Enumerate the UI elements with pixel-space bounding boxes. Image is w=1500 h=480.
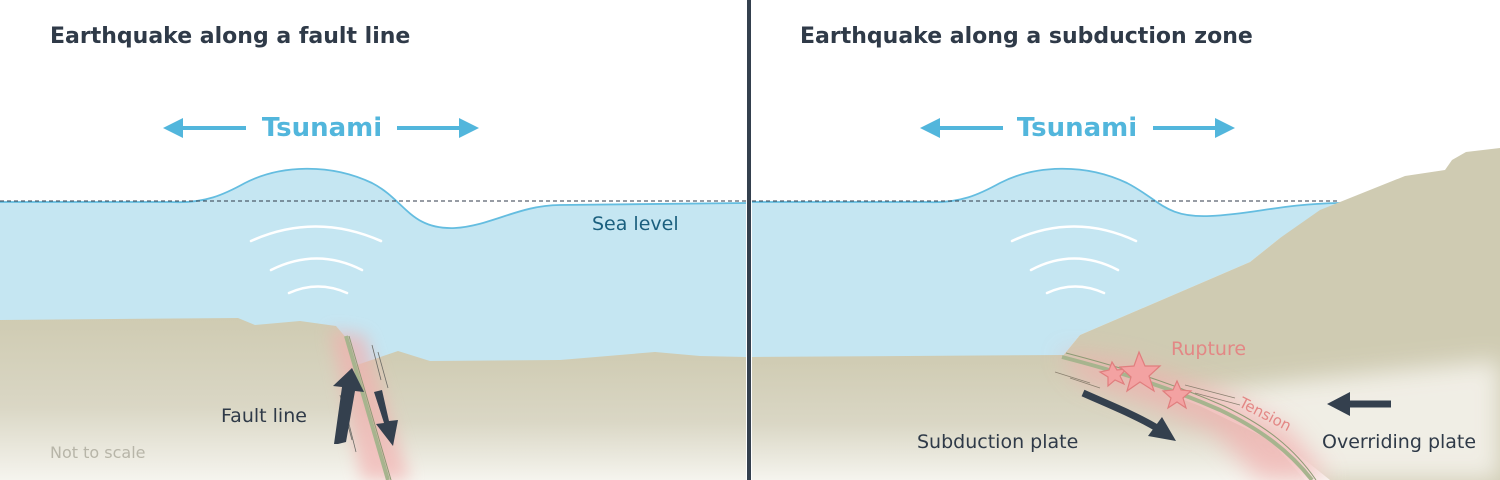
sea-level-label: Sea level <box>592 213 679 235</box>
fault-line-label: Fault line <box>221 405 307 427</box>
quake-ripples-right <box>1010 225 1138 295</box>
subduction-arrow <box>1081 389 1159 432</box>
right-tsunami-arrow-left <box>920 118 1003 138</box>
right-panel: Earthquake along a subduction zone Tsuna… <box>752 24 1500 480</box>
scale-note: Not to scale <box>50 443 146 462</box>
fault-arrow-up <box>333 368 364 444</box>
rupture-star <box>1161 379 1193 410</box>
right-wave-outline <box>752 167 1341 217</box>
rupture-star <box>1118 350 1162 393</box>
overriding-plate-label: Overriding plate <box>1322 431 1476 453</box>
left-panel: Earthquake along a fault line Tsunami Se… <box>0 24 746 480</box>
fault-line <box>344 335 390 480</box>
left-tsunami-arrow-left <box>163 118 246 138</box>
fault-arrow-down <box>374 390 398 446</box>
quake-ripples-left <box>249 225 383 295</box>
right-ground-block <box>348 351 746 480</box>
interface-stress-glow <box>1060 352 1330 480</box>
left-title: Earthquake along a fault line <box>50 24 410 49</box>
subduction-plate-body <box>752 355 1305 480</box>
right-title: Earthquake along a subduction zone <box>800 24 1253 49</box>
overriding-plate-fade <box>1130 360 1500 480</box>
subduction-arrow-head <box>1148 417 1176 441</box>
fault-line-edge <box>348 335 392 480</box>
right-tsunami-label: Tsunami <box>1017 113 1137 143</box>
left-tsunami-arrow-right <box>397 118 479 138</box>
tension-marks <box>1054 371 1241 406</box>
left-ground-block <box>0 318 390 480</box>
right-tsunami-arrow-right <box>1153 118 1235 138</box>
overriding-arrow <box>1327 392 1391 416</box>
fault-stress-glow <box>330 330 410 480</box>
left-wave-outline <box>0 167 746 229</box>
subduction-plate-label: Subduction plate <box>917 431 1078 453</box>
rupture-label: Rupture <box>1171 338 1246 360</box>
rupture-stars <box>1098 350 1193 410</box>
left-tsunami-label: Tsunami <box>262 113 382 143</box>
